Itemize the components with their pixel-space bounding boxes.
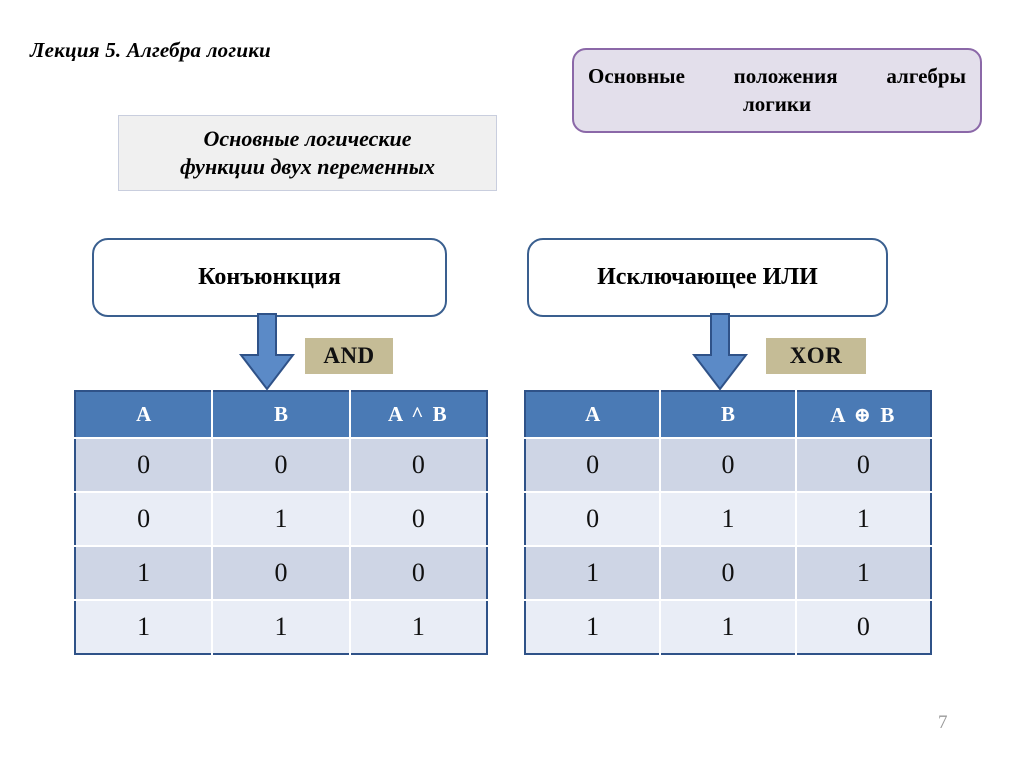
cell-a: 1 <box>75 546 214 601</box>
cell-result: 0 <box>795 600 931 654</box>
cell-a: 1 <box>75 600 214 654</box>
cell-b: 0 <box>212 546 351 601</box>
table-row: 1 0 0 <box>75 546 487 601</box>
cell-b: 0 <box>212 438 351 493</box>
keyword-tag-xor: XOR <box>766 338 866 374</box>
caption-box-logic-functions: Основные логические функции двух перемен… <box>118 115 497 191</box>
column-header-result: A ⊕ B <box>795 391 931 439</box>
cell-a: 0 <box>525 438 662 493</box>
cell-result: 0 <box>795 438 931 493</box>
operation-box-exclusive-or: Исключающее ИЛИ <box>527 238 888 317</box>
cell-b: 0 <box>660 546 797 601</box>
table-row: 0 1 1 <box>525 492 931 547</box>
table-row: 0 1 0 <box>75 492 487 547</box>
page-number: 7 <box>938 712 948 733</box>
table-row: 1 1 0 <box>525 600 931 654</box>
column-header-b: B <box>212 391 351 439</box>
operation-box-conjunction: Конъюнкция <box>92 238 447 317</box>
caption-right-line2: логики <box>742 91 812 116</box>
cell-b: 0 <box>660 438 797 493</box>
cell-result: 0 <box>349 438 487 493</box>
keyword-tag-and: AND <box>305 338 393 374</box>
caption-left-line1: Основные логические <box>203 125 412 151</box>
cell-result: 1 <box>795 546 931 601</box>
truth-table-xor: A B A ⊕ B 0 0 0 0 1 1 1 0 1 1 <box>524 390 932 655</box>
column-header-a: A <box>75 391 214 439</box>
caption-left-line2: функции двух переменных <box>180 154 435 179</box>
table-header-row: A B A ⊕ B <box>525 391 931 439</box>
cell-a: 0 <box>525 492 662 547</box>
cell-b: 1 <box>660 600 797 654</box>
down-block-arrow-icon <box>691 313 749 391</box>
cell-b: 1 <box>660 492 797 547</box>
truth-table-and: A B A ^ B 0 0 0 0 1 0 1 0 0 1 <box>74 390 488 655</box>
cell-result: 1 <box>795 492 931 547</box>
cell-a: 1 <box>525 600 662 654</box>
cell-b: 1 <box>212 600 351 654</box>
column-header-b: B <box>660 391 797 439</box>
table-row: 0 0 0 <box>75 438 487 493</box>
table-row: 1 1 1 <box>75 600 487 654</box>
table-row: 0 0 0 <box>525 438 931 493</box>
cell-result: 1 <box>349 600 487 654</box>
column-header-result: A ^ B <box>349 391 487 439</box>
table-header-row: A B A ^ B <box>75 391 487 439</box>
table-row: 1 0 1 <box>525 546 931 601</box>
caption-box-algebra-basics: Основные положения алгебры логики <box>572 48 982 133</box>
cell-b: 1 <box>212 492 351 547</box>
page-title: Лекция 5. Алгебра логики <box>30 38 271 62</box>
cell-result: 0 <box>349 546 487 601</box>
cell-result: 0 <box>349 492 487 547</box>
column-header-a: A <box>525 391 662 439</box>
cell-a: 0 <box>75 492 214 547</box>
cell-a: 0 <box>75 438 214 493</box>
down-block-arrow-icon <box>238 313 296 391</box>
cell-a: 1 <box>525 546 662 601</box>
caption-right-line1: Основные положения алгебры <box>588 64 966 89</box>
